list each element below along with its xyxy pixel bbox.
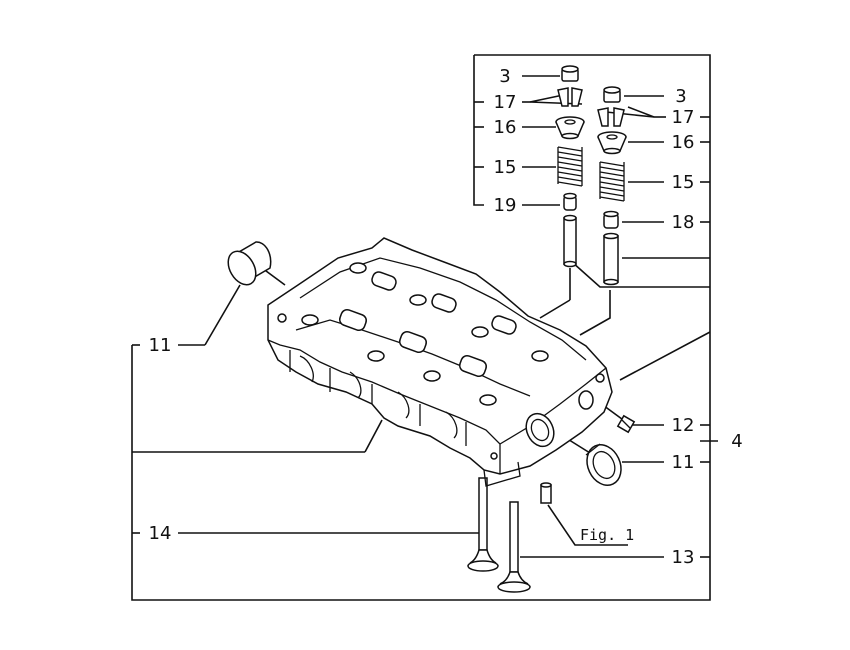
label-plug-small: 12 bbox=[672, 415, 695, 436]
figure-reference: Fig. 1 bbox=[580, 526, 634, 544]
label-head-assembly: 4 bbox=[731, 431, 742, 452]
cylinder-head bbox=[267, 237, 613, 487]
label-retainer-right: 16 bbox=[672, 132, 695, 153]
plug-left bbox=[227, 241, 272, 286]
dowel-pin bbox=[540, 482, 552, 504]
spring-retainer-left bbox=[555, 116, 585, 140]
label-plug-right: 11 bbox=[672, 452, 695, 473]
label-cotter-right: 17 bbox=[672, 107, 695, 128]
exhaust-valve bbox=[497, 501, 531, 593]
valve-cap-right bbox=[603, 86, 621, 103]
leader-lines bbox=[131, 54, 718, 601]
valve-cap-left bbox=[561, 65, 579, 82]
spring-retainer-right bbox=[597, 131, 627, 155]
label-plug-left: 11 bbox=[149, 335, 172, 356]
valve-cotter-left bbox=[557, 87, 583, 107]
label-valve-exhaust: 13 bbox=[672, 547, 695, 568]
left-valve-train bbox=[555, 65, 585, 268]
label-seal-right: 18 bbox=[672, 212, 695, 233]
label-seal-left: 19 bbox=[494, 195, 517, 216]
right-valve-train bbox=[597, 86, 627, 286]
intake-valve bbox=[467, 477, 499, 572]
label-spring-right: 15 bbox=[672, 172, 695, 193]
label-spring-left: 15 bbox=[494, 157, 517, 178]
valve-cotter-right bbox=[597, 107, 625, 127]
valve-bosses bbox=[301, 262, 549, 406]
label-valve-intake: 14 bbox=[149, 523, 172, 544]
label-cotter-left: 17 bbox=[494, 92, 517, 113]
valve-spring-left bbox=[557, 146, 583, 187]
stem-seal-right bbox=[603, 210, 619, 229]
valve-guide-left bbox=[563, 214, 577, 268]
valve-guide-right bbox=[603, 232, 619, 286]
plug-right bbox=[585, 443, 622, 486]
label-cap-left: 3 bbox=[499, 66, 510, 87]
valve-spring-right bbox=[599, 161, 625, 202]
stem-seal-left bbox=[563, 192, 577, 211]
cylinder-ports bbox=[338, 271, 517, 378]
part-labels: 3 17 16 15 19 3 17 16 15 18 4 11 11 12 1… bbox=[149, 66, 743, 568]
label-cap-right: 3 bbox=[675, 86, 686, 107]
label-retainer-left: 16 bbox=[494, 117, 517, 138]
plug-small bbox=[616, 414, 636, 434]
